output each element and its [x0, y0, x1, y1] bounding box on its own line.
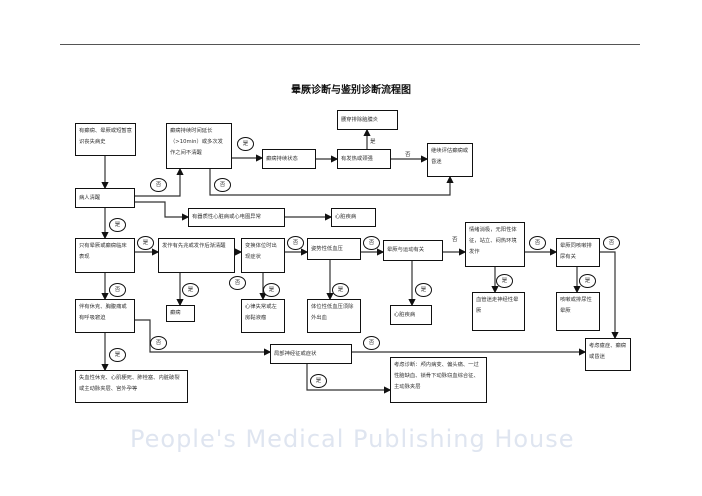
label-yes: 是	[137, 236, 154, 250]
label-yes: 是	[109, 348, 126, 362]
header-rule	[60, 44, 640, 45]
box-cough: 晕厥同咳嗽排尿有关	[556, 238, 600, 267]
label-yes: 是	[370, 139, 376, 145]
box-exercise: 晕厥与运动有关	[383, 240, 443, 261]
box-hysteria: 考虑癔症、癫痫或昏迷	[585, 338, 631, 371]
box-arrhythmia: 心律失常或左房黏液瘤	[241, 299, 285, 333]
box-organic-heart: 有器质性心脏病或心电图异常	[188, 208, 285, 227]
label-yes: 是	[237, 137, 254, 151]
label-no: 否	[452, 237, 458, 243]
box-focal: 局部神经征或症状	[270, 344, 352, 364]
label-no: 否	[287, 236, 304, 250]
box-epilepsy: 癫痫	[166, 305, 195, 322]
box-continue-eval: 继续评估癫痫或昏迷	[427, 143, 473, 177]
box-lumbar: 腰穿排除脑膜炎	[337, 110, 398, 130]
box-fever: 有发热或颈强	[337, 149, 391, 169]
edge	[600, 251, 619, 340]
box-posture: 变换体位时出现症状	[241, 238, 285, 273]
label-no: 否	[603, 236, 620, 250]
box-conscious: 病人清醒	[75, 188, 135, 208]
label-yes: 是	[182, 283, 199, 297]
label-no: 否	[363, 336, 380, 350]
label-no: 否	[214, 178, 231, 192]
box-consider: 考虑诊断：颅内病变、偏头痛、一过性脑缺血、锁骨下动脉窃血综合征、主动脉夹层	[390, 357, 487, 403]
box-prolonged: 癫痫持续时间延长（>10min）或多次发作之间不清醒	[166, 123, 232, 169]
label-no: 否	[363, 236, 380, 250]
edge	[135, 319, 272, 356]
box-hemorrhagic: 失血性休克、心肌梗死、肺栓塞、内脏破裂或主动脉夹层、宫外孕等	[75, 370, 188, 403]
label-yes: 是	[310, 374, 327, 388]
box-heart-disease-2: 心脏疾病	[390, 305, 432, 325]
label-no: 否	[150, 178, 167, 192]
label-no: 否	[150, 336, 167, 350]
box-cough-syncope: 咳嗽或排尿性晕厥	[556, 292, 600, 331]
label-yes: 是	[109, 218, 126, 232]
edge	[135, 201, 190, 221]
page-title: 晕厥诊断与鉴别诊断流程图	[291, 85, 411, 96]
label-yes: 是	[332, 283, 349, 297]
box-emotion: 情绪消极，无阳性体征，站立、闷热环境发作	[465, 222, 525, 267]
box-status-epilepticus: 癫痫持续状态	[262, 149, 316, 169]
box-history: 有癫痫、晕厥或短暂意识丧失病史	[75, 123, 136, 156]
label-yes: 是	[415, 283, 432, 297]
watermark: People's Medical Publishing House	[130, 425, 575, 453]
box-aura: 发作有先兆或发作后渐清醒	[158, 238, 235, 273]
label-no: 否	[529, 236, 546, 250]
edge	[209, 169, 454, 196]
label-yes: 是	[263, 283, 280, 297]
label-no: 否	[405, 152, 411, 158]
box-orthostatic: 体位性低血压须除外出血	[307, 299, 361, 333]
label-no: 否	[109, 283, 126, 297]
label-yes: 是	[579, 274, 596, 288]
box-only-syncope: 只有晕厥或癫痫临床表现	[75, 238, 135, 273]
box-vasovagal: 血管迷走神经性晕厥	[472, 292, 525, 331]
label-no: 否	[229, 276, 246, 290]
label-yes: 是	[496, 274, 513, 288]
edge	[135, 167, 184, 197]
box-postural-hypo: 姿势性低血压	[307, 238, 361, 260]
box-shock: 伴有休克、胸腹痛或有呼吸窘迫	[75, 299, 135, 333]
edge	[306, 364, 392, 394]
box-heart-disease-1: 心脏疾病	[331, 208, 376, 227]
